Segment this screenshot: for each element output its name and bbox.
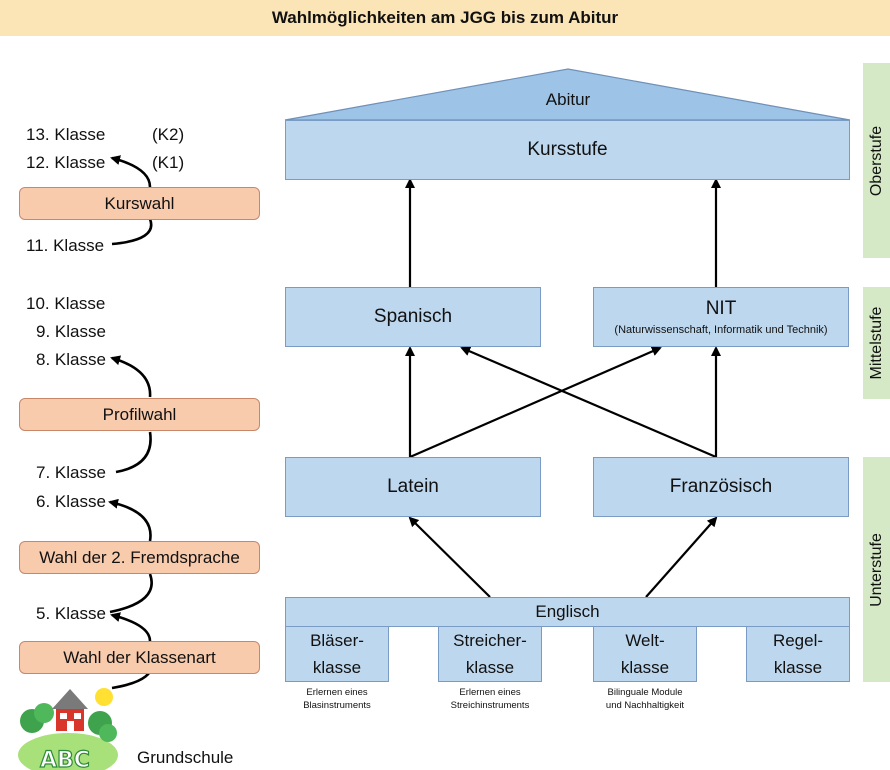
fremdsprache-label: Wahl der 2. Fremdsprache xyxy=(39,547,240,567)
englisch-label: Englisch xyxy=(535,602,600,621)
unterstufe-label: Unterstufe xyxy=(867,532,885,607)
page-title: Wahlmöglichkeiten am JGG bis zum Abitur xyxy=(0,0,890,36)
klasse-5: 5. Klasse xyxy=(36,604,106,623)
franzoesisch-label: Französisch xyxy=(669,476,773,497)
spanisch-label: Spanisch xyxy=(373,306,453,327)
weltklasse-box: Welt- klasse xyxy=(593,626,697,682)
weltklasse-note-line2: und Nachhaltigkeit xyxy=(605,700,685,711)
nit-box: NIT (Naturwissenschaft, Informatik und T… xyxy=(593,287,849,347)
nit-subtitle: (Naturwissenschaft, Informatik und Techn… xyxy=(614,324,828,336)
klasse-13: 13. Klasse xyxy=(26,125,106,144)
unterstufe-bar: Unterstufe xyxy=(863,457,890,682)
kurswahl-box: Kurswahl xyxy=(19,187,260,220)
latein-box: Latein xyxy=(285,457,541,517)
streicherklasse-line1: Streicher- xyxy=(453,631,527,650)
blaeserklasse-note-line2: Blasinstruments xyxy=(303,700,371,711)
k2-tag: (K2) xyxy=(152,125,185,144)
englisch-box: Englisch xyxy=(285,597,850,627)
streicherklasse-line2: klasse xyxy=(465,658,515,677)
fremdsprache-box: Wahl der 2. Fremdsprache xyxy=(19,541,260,574)
weltklasse-line1: Welt- xyxy=(625,631,665,650)
grundschule-label: Grundschule xyxy=(137,748,234,767)
franzoesisch-box: Französisch xyxy=(593,457,849,517)
weltklasse-line2: klasse xyxy=(620,658,670,677)
blaeserklasse-box: Bläser- klasse xyxy=(285,626,389,682)
regelklasse-line2: klasse xyxy=(773,658,823,677)
streicherklasse-box: Streicher- klasse xyxy=(438,626,542,682)
sun-icon xyxy=(95,688,113,706)
klasse-9: 9. Klasse xyxy=(36,322,106,341)
kursstufe-label: Kursstufe xyxy=(527,139,608,160)
blaeserklasse-note-line1: Erlernen eines xyxy=(306,687,368,698)
streicherklasse-note-line1: Erlernen eines xyxy=(459,687,521,698)
mittelstufe-label: Mittelstufe xyxy=(867,306,885,380)
profilwahl-box: Profilwahl xyxy=(19,398,260,431)
kursstufe-box: Kursstufe xyxy=(285,120,850,180)
klassenart-box: Wahl der Klassenart xyxy=(19,641,260,674)
klasse-10: 10. Klasse xyxy=(26,294,106,313)
abitur-label: Abitur xyxy=(545,90,591,109)
blaeserklasse-line2: klasse xyxy=(312,658,362,677)
oberstufe-label: Oberstufe xyxy=(867,125,885,196)
regelklasse-line1: Regel- xyxy=(772,631,824,650)
klasse-12: 12. Klasse xyxy=(26,153,106,172)
spanisch-box: Spanisch xyxy=(285,287,541,347)
abc-letters: ABC xyxy=(40,748,90,770)
kurswahl-label: Kurswahl xyxy=(104,193,175,213)
regelklasse-box: Regel- klasse xyxy=(746,626,850,682)
blaeserklasse-line1: Bläser- xyxy=(310,631,364,650)
mittelstufe-bar: Mittelstufe xyxy=(863,287,890,399)
weltklasse-note-line1: Bilinguale Module xyxy=(607,687,683,698)
klassenart-label: Wahl der Klassenart xyxy=(63,647,216,667)
oberstufe-bar: Oberstufe xyxy=(863,63,890,258)
k1-tag: (K1) xyxy=(152,153,185,172)
streicherklasse-note: Erlernen eines Streichinstruments xyxy=(420,686,560,712)
weltklasse-note: Bilinguale Module und Nachhaltigkeit xyxy=(575,686,715,712)
grundschule-illustration: ABC xyxy=(18,688,118,770)
nit-label: NIT xyxy=(705,298,737,319)
klasse-8: 8. Klasse xyxy=(36,350,106,369)
latein-label: Latein xyxy=(387,476,439,497)
streicherklasse-note-line2: Streichinstruments xyxy=(450,700,530,711)
klasse-6: 6. Klasse xyxy=(36,492,106,511)
klasse-11: 11. Klasse xyxy=(26,236,105,255)
blaeserklasse-note: Erlernen eines Blasinstruments xyxy=(267,686,407,712)
profilwahl-label: Profilwahl xyxy=(102,404,177,424)
klasse-7: 7. Klasse xyxy=(36,463,106,482)
